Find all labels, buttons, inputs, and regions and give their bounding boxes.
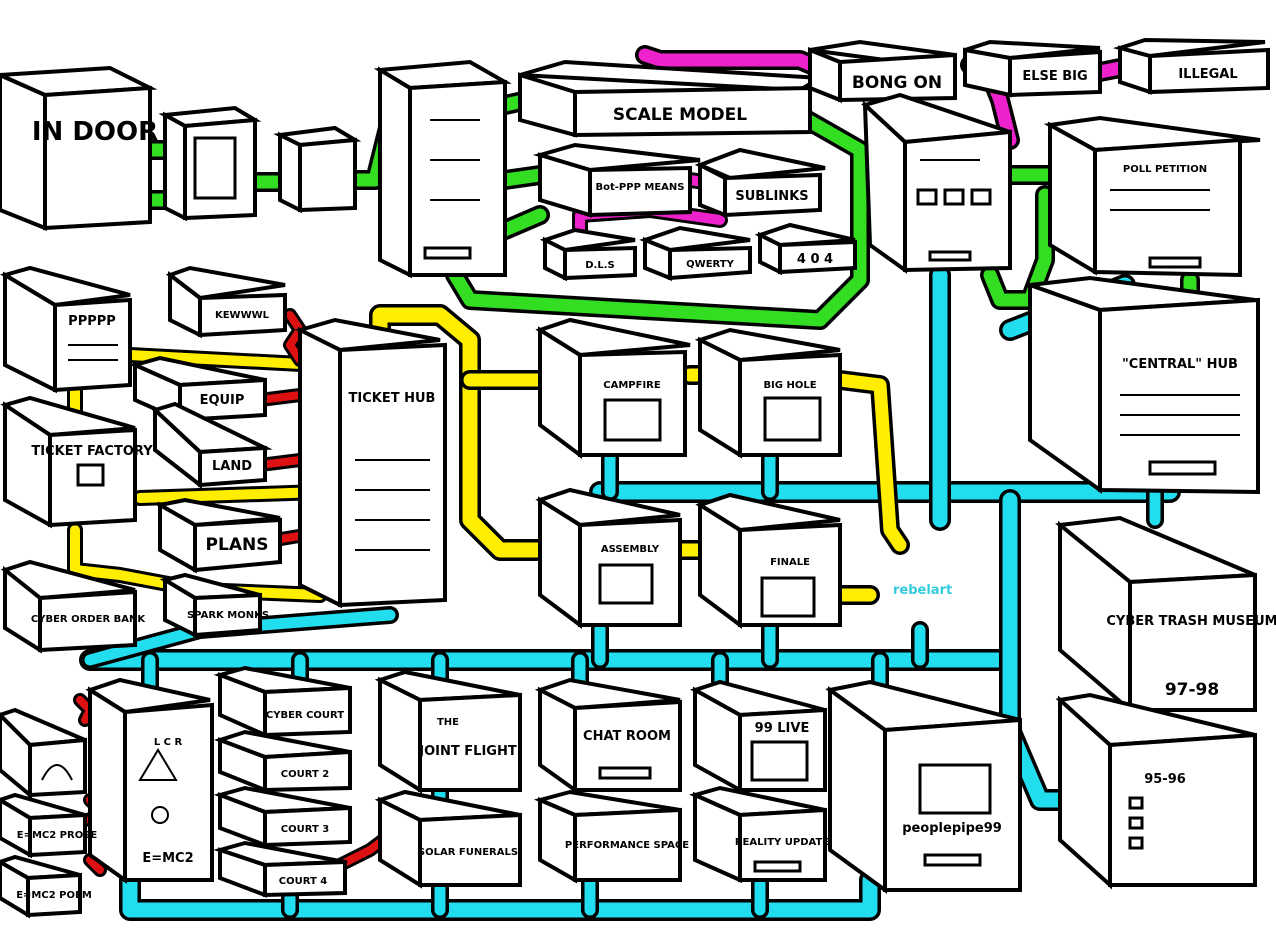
solar-funerals-label: SOLAR FUNERALS bbox=[418, 847, 518, 858]
finale-label: FINALE bbox=[770, 557, 810, 568]
connector-box-2 bbox=[273, 125, 362, 214]
sublinks-box[interactable]: SUBLINKS bbox=[694, 147, 826, 218]
joint-flight-label: JOINT FLIGHT bbox=[418, 744, 517, 759]
bot-ppp-means-box[interactable]: Bot-PPP MEANS bbox=[532, 142, 701, 218]
court-4-label: COURT 4 bbox=[279, 876, 328, 887]
bot-ppp-means-label: Bot-PPP MEANS bbox=[596, 182, 685, 193]
peoplepipe99-box[interactable]: peoplepipe99 bbox=[825, 679, 1022, 894]
campfire-label: CAMPFIRE bbox=[603, 380, 661, 391]
poll-petition-label: POLL PETITION bbox=[1123, 164, 1207, 175]
land-label: LAND bbox=[212, 459, 252, 474]
in-door-label: IN DOOR bbox=[32, 117, 158, 147]
ppppp-box[interactable]: PPPPP bbox=[0, 265, 132, 394]
ticket-factory-label: TICKET FACTORY bbox=[31, 444, 153, 459]
big-hole-box[interactable]: BIG HOLE bbox=[694, 327, 842, 459]
yellow-pipes bbox=[67, 304, 910, 605]
emc2-box[interactable]: L C R E=MC2 bbox=[85, 677, 214, 884]
bong-on-server bbox=[861, 92, 1012, 274]
99-live-box[interactable]: 99 LIVE bbox=[689, 679, 827, 794]
cyber-trash-museum-box[interactable]: CYBER TRASH MUSEUM 97-98 bbox=[1055, 515, 1276, 715]
court-2-label: COURT 2 bbox=[281, 769, 330, 780]
illegal-box[interactable]: ILLEGAL bbox=[1112, 37, 1270, 95]
peoplepipe99-label: peoplepipe99 bbox=[902, 821, 1002, 836]
in-door-box[interactable]: IN DOOR bbox=[0, 65, 158, 231]
plans-label: PLANS bbox=[206, 535, 269, 555]
qwerty-box[interactable]: QWERTY bbox=[639, 225, 752, 281]
kewwwl-box[interactable]: KEWWWL bbox=[165, 265, 287, 339]
ppppp-label: PPPPP bbox=[68, 314, 116, 329]
ticket-factory-box[interactable]: TICKET FACTORY bbox=[0, 395, 153, 529]
joint-flight-box[interactable]: THE JOINT FLIGHT bbox=[374, 669, 522, 794]
years-95-96-label: 95-96 bbox=[1144, 772, 1186, 787]
bong-on-box[interactable]: BONG ON bbox=[808, 39, 957, 103]
years-95-96-box[interactable]: 95-96 bbox=[1055, 692, 1257, 890]
lcr-label: L C R bbox=[154, 737, 183, 748]
404-box[interactable]: 4 0 4 bbox=[754, 222, 857, 276]
cyber-trash-museum-label: CYBER TRASH MUSEUM bbox=[1106, 614, 1276, 629]
performance-space-label: PERFORMANCE SPACE bbox=[565, 840, 689, 851]
court-2-box[interactable]: COURT 2 bbox=[213, 729, 352, 793]
connector-box-1 bbox=[158, 105, 262, 222]
court-3-box[interactable]: COURT 3 bbox=[213, 785, 352, 848]
equip-label: EQUIP bbox=[200, 393, 245, 408]
bong-on-label: BONG ON bbox=[852, 73, 942, 93]
campfire-box[interactable]: CAMPFIRE bbox=[535, 317, 691, 459]
poll-petition-box[interactable]: POLL PETITION bbox=[1043, 115, 1261, 278]
99-live-label: 99 LIVE bbox=[755, 721, 810, 736]
cyber-order-bank-box[interactable]: CYBER ORDER BANK bbox=[0, 559, 146, 654]
emc2-prose-box[interactable]: E=MC2 PROSE bbox=[0, 792, 98, 859]
emc2-label: E=MC2 bbox=[142, 851, 193, 866]
reality-update-label: REALITY UPDATE bbox=[735, 837, 829, 848]
court-4-box[interactable]: COURT 4 bbox=[213, 840, 347, 898]
else-big-box[interactable]: ELSE BIG bbox=[963, 39, 1102, 98]
chat-room-box[interactable]: CHAT ROOM bbox=[534, 677, 682, 794]
cyber-court-box[interactable]: CYBER COURT bbox=[213, 665, 352, 739]
bell-curve-box[interactable] bbox=[0, 707, 87, 800]
illegal-label: ILLEGAL bbox=[1178, 67, 1237, 82]
emc2-poem-label: E=MC2 POEM bbox=[16, 890, 92, 901]
dls-label: D.L.S bbox=[585, 260, 614, 271]
central-hub-box[interactable]: "CENTRAL" HUB bbox=[1028, 275, 1260, 495]
reality-update-box[interactable]: REALITY UPDATE bbox=[689, 785, 829, 884]
sublinks-label: SUBLINKS bbox=[735, 189, 808, 204]
scale-model-box[interactable]: SCALE MODEL bbox=[518, 59, 827, 138]
spark-monks-label: SPARK MONKS bbox=[187, 610, 269, 621]
404-label: 4 0 4 bbox=[797, 252, 833, 267]
chat-room-label: CHAT ROOM bbox=[583, 729, 671, 744]
emc2-poem-box[interactable]: E=MC2 POEM bbox=[0, 854, 92, 919]
ticket-hub-box[interactable]: TICKET HUB bbox=[294, 317, 447, 609]
plans-box[interactable]: PLANS bbox=[154, 497, 282, 574]
performance-space-box[interactable]: PERFORMANCE SPACE bbox=[533, 789, 689, 884]
emc2-prose-label: E=MC2 PROSE bbox=[17, 830, 98, 841]
scale-model-label: SCALE MODEL bbox=[613, 105, 747, 125]
spark-monks-box[interactable]: SPARK MONKS bbox=[159, 572, 269, 639]
cyber-court-label: CYBER COURT bbox=[266, 710, 344, 721]
kewwwl-label: KEWWWL bbox=[215, 310, 270, 321]
land-box[interactable]: LAND bbox=[151, 401, 273, 490]
years-97-98-label: 97-98 bbox=[1165, 680, 1219, 700]
rebelart-label[interactable]: rebelart bbox=[893, 583, 952, 598]
qwerty-label: QWERTY bbox=[686, 259, 734, 270]
central-hub-label: "CENTRAL" HUB bbox=[1122, 357, 1238, 372]
court-3-label: COURT 3 bbox=[281, 824, 330, 835]
else-big-label: ELSE BIG bbox=[1022, 69, 1087, 84]
server-tower bbox=[373, 59, 512, 279]
big-hole-label: BIG HOLE bbox=[763, 380, 816, 391]
cyber-order-bank-label: CYBER ORDER BANK bbox=[31, 614, 146, 625]
solar-funerals-box[interactable]: SOLAR FUNERALS bbox=[374, 789, 522, 889]
assembly-box[interactable]: ASSEMBLY bbox=[535, 487, 682, 629]
finale-box[interactable]: FINALE bbox=[695, 492, 842, 629]
ticket-hub-label: TICKET HUB bbox=[349, 391, 436, 406]
assembly-label: ASSEMBLY bbox=[601, 544, 660, 555]
dls-box[interactable]: D.L.S bbox=[539, 227, 637, 282]
joint-flight-the-label: THE bbox=[437, 717, 459, 728]
